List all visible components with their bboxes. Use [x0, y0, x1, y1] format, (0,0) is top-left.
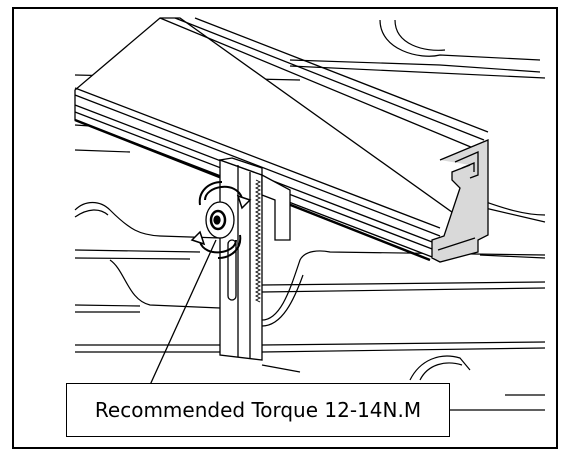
torque-callout-text: Recommended Torque 12-14N.M	[94, 398, 422, 422]
rotate-arrows-icon	[190, 181, 252, 259]
roof-tiles	[74, 19, 546, 411]
leader-line	[149, 239, 217, 386]
torque-callout: Recommended Torque 12-14N.M	[66, 383, 450, 437]
outer-frame	[12, 7, 558, 449]
bolt-icon	[205, 201, 235, 239]
